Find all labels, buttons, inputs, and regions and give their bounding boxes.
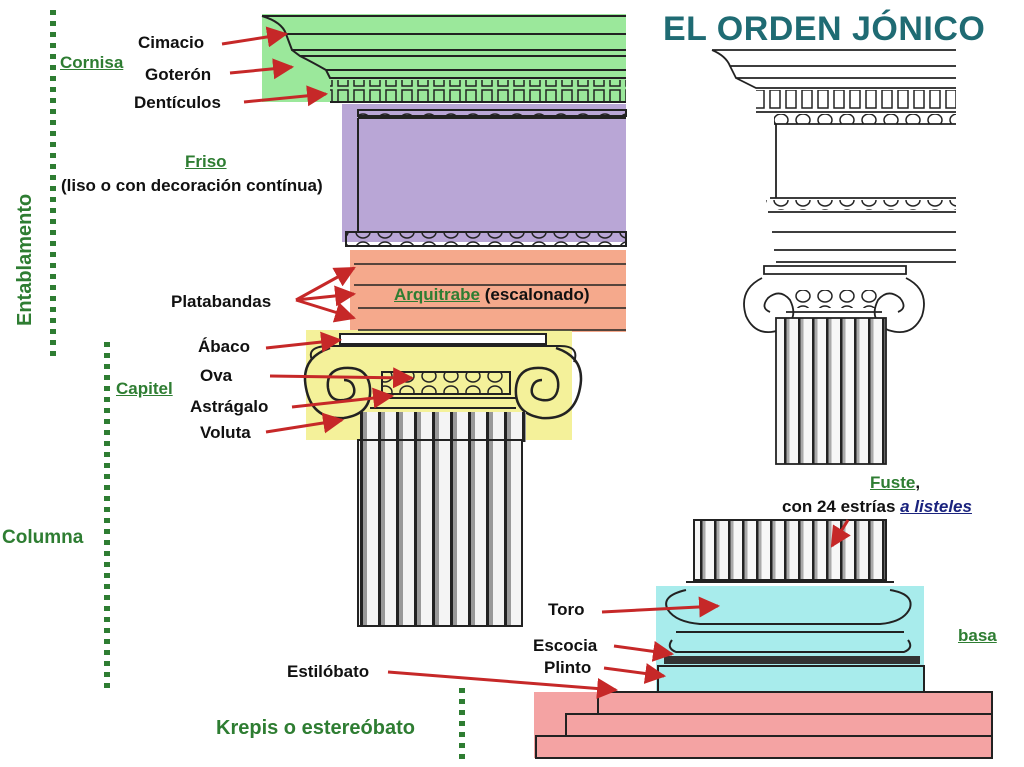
label-friso: Friso <box>185 152 227 171</box>
shaft-drawing <box>357 439 523 627</box>
page-title: EL ORDEN JÓNICO <box>663 10 986 48</box>
label-astragalo: Astrágalo <box>190 397 269 416</box>
label-platabandas: Platabandas <box>171 292 272 311</box>
label-fuste-group: Fuste, <box>870 474 920 491</box>
label-voluta: Voluta <box>200 423 251 442</box>
architrave-drawing <box>354 263 626 331</box>
label-fuste-comma: , <box>915 473 921 492</box>
label-cimacio: Cimacio <box>138 33 205 52</box>
label-estrias-group: con 24 estrías a listeles <box>782 498 972 515</box>
label-estilobato: Estilóbato <box>287 662 370 681</box>
frieze-drawing <box>345 109 627 247</box>
section-entablamento: Entablamento <box>14 193 36 326</box>
label-estrias: con 24 estrías <box>782 497 896 516</box>
label-abaco: Ábaco <box>198 337 250 356</box>
label-fuste: Fuste <box>870 473 916 492</box>
label-ova: Ova <box>200 366 233 385</box>
label-goteron: Goterón <box>145 65 212 84</box>
cornice-drawing <box>261 15 626 103</box>
label-arquitrabe-group: Arquitrabe (escalonado) <box>394 286 590 303</box>
krepis-highlight <box>534 692 992 758</box>
label-escocia: Escocia <box>533 636 598 655</box>
label-denticulos: Dentículos <box>134 93 221 112</box>
section-capitel: Capitel <box>116 379 173 398</box>
label-a-listeles: a listeles <box>900 497 972 516</box>
label-friso-note: (liso o con decoración contínua) <box>61 176 323 195</box>
reference-column-drawing <box>711 49 956 465</box>
base-highlight <box>656 586 924 692</box>
label-toro: Toro <box>548 600 585 619</box>
section-krepis: Krepis o estereóbato <box>216 717 415 739</box>
section-columna: Columna <box>2 527 84 548</box>
section-cornisa: Cornisa <box>60 53 124 72</box>
section-brackets <box>50 10 465 762</box>
label-basa: basa <box>958 626 997 645</box>
pointer-arrows <box>221 26 851 699</box>
label-plinto: Plinto <box>544 658 592 677</box>
frieze-highlight <box>342 104 626 242</box>
label-arquitrabe: Arquitrabe <box>394 285 480 304</box>
label-arquitrabe-note: (escalonado) <box>484 285 590 304</box>
base-drawing <box>535 519 993 759</box>
